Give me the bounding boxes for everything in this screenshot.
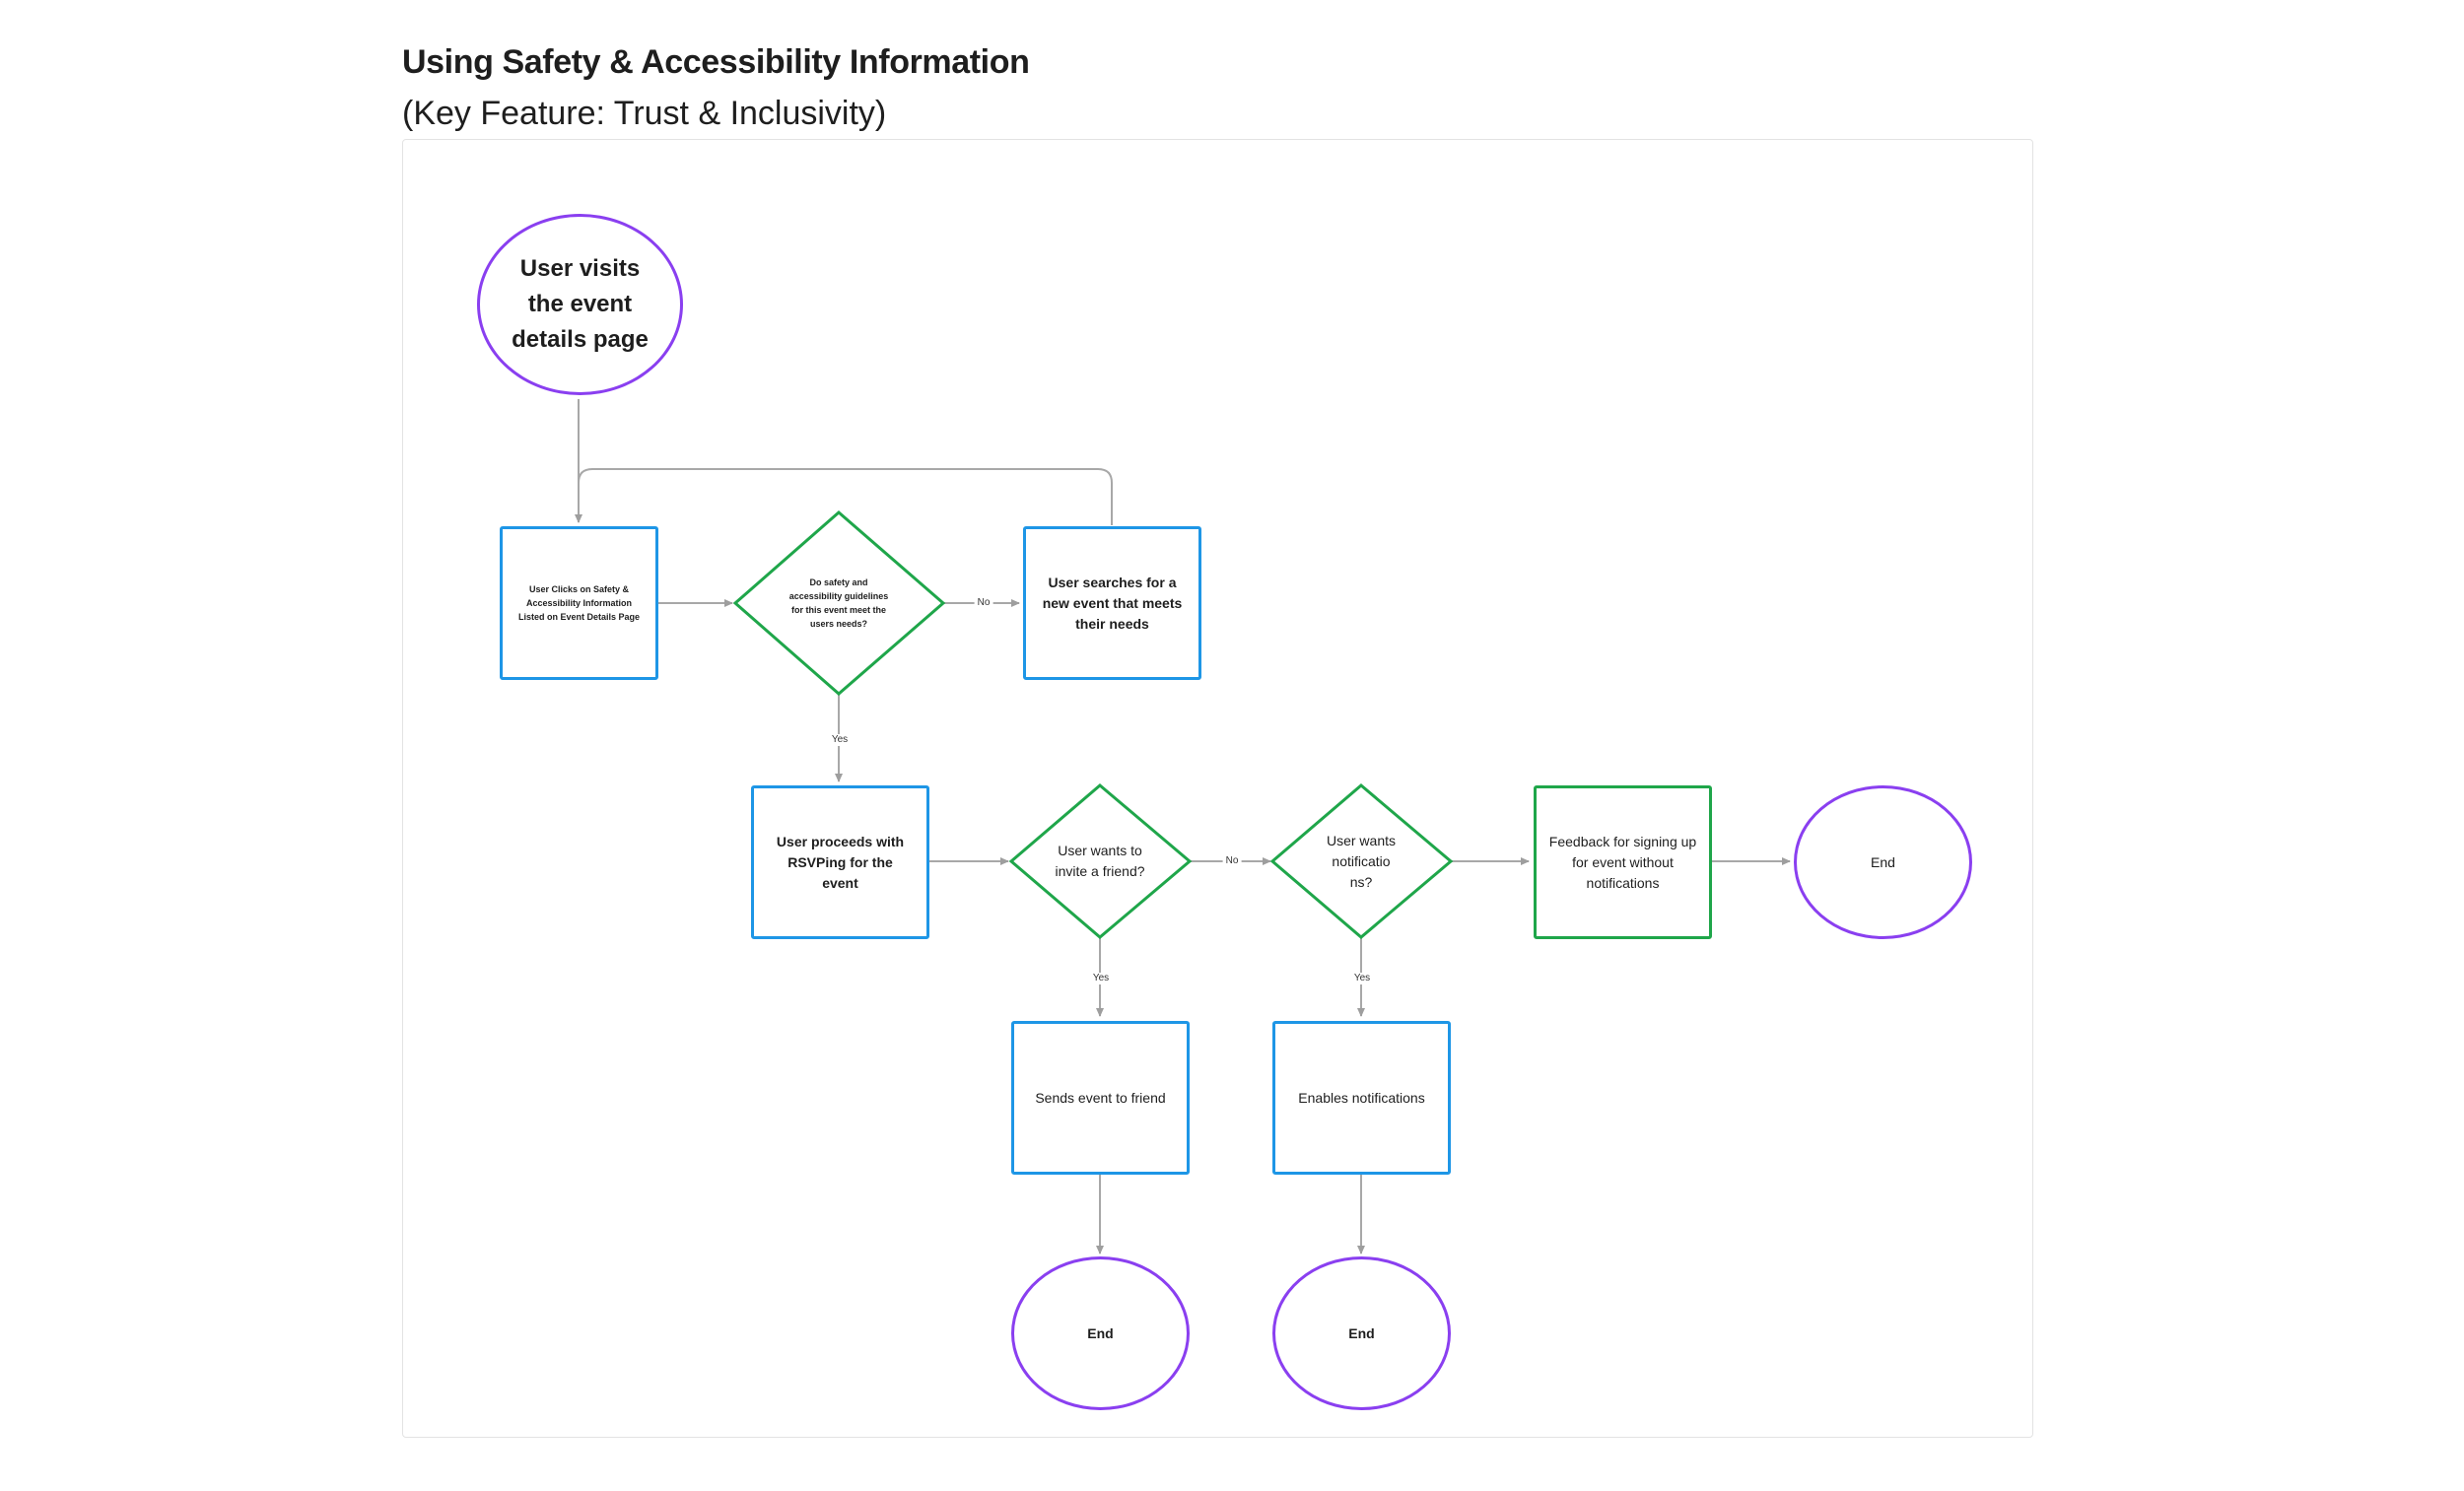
connector-search-loop-back <box>578 468 1113 525</box>
start-node: User visits the event details page <box>477 214 683 395</box>
edge-label-guidelines-no: No <box>974 597 993 609</box>
edge-label-notifications-yes: Yes <box>1350 973 1374 984</box>
end-notifications-node: End <box>1272 1256 1451 1410</box>
feedback-node: Feedback for signing up for event withou… <box>1534 785 1712 939</box>
decision-guidelines-node: Do safety and accessibility guidelines f… <box>785 554 893 652</box>
decision-invite-shape <box>1008 783 1193 939</box>
send-friend-label: Sends event to friend <box>1035 1089 1166 1106</box>
edge-label-guidelines-yes: Yes <box>828 734 852 746</box>
rsvp-node: User proceeds with RSVPing for the event <box>751 785 929 939</box>
decision-guidelines-shape <box>732 510 946 696</box>
edge-label-invite-no: No <box>1222 855 1242 867</box>
start-node-label: User visits the event details page <box>512 255 649 353</box>
decision-invite-node: User wants to invite a friend? <box>1051 822 1149 901</box>
decision-notifications-label: User wants notificatio ns? <box>1326 832 1397 890</box>
search-new-event-node: User searches for a new event that meets… <box>1023 526 1201 680</box>
diagram-canvas <box>402 139 2033 1438</box>
click-safety-info-node: User Clicks on Safety & Accessibility In… <box>500 526 658 680</box>
enable-notifications-node: Enables notifications <box>1272 1021 1451 1175</box>
page-subtitle: (Key Feature: Trust & Inclusivity) <box>402 95 887 132</box>
end-friend-node: End <box>1011 1256 1190 1410</box>
search-new-event-label: User searches for a new event that meets… <box>1042 574 1183 632</box>
end-right-node: End <box>1794 785 1972 939</box>
end-friend-label: End <box>1087 1325 1114 1341</box>
decision-guidelines-label: Do safety and accessibility guidelines f… <box>788 577 889 629</box>
decision-notifications-node: User wants notificatio ns? <box>1322 822 1401 901</box>
enable-notifications-label: Enables notifications <box>1298 1089 1425 1106</box>
click-safety-info-label: User Clicks on Safety & Accessibility In… <box>517 584 641 622</box>
feedback-label: Feedback for signing up for event withou… <box>1548 833 1697 891</box>
page-title: Using Safety & Accessibility Information <box>402 43 1030 81</box>
end-notifications-label: End <box>1348 1325 1375 1341</box>
edge-label-invite-yes: Yes <box>1089 973 1113 984</box>
decision-notifications-shape <box>1269 783 1454 939</box>
send-friend-node: Sends event to friend <box>1011 1021 1190 1175</box>
end-right-label: End <box>1871 854 1895 870</box>
decision-invite-label: User wants to invite a friend? <box>1055 843 1145 879</box>
rsvp-label: User proceeds with RSVPing for the event <box>776 833 905 891</box>
